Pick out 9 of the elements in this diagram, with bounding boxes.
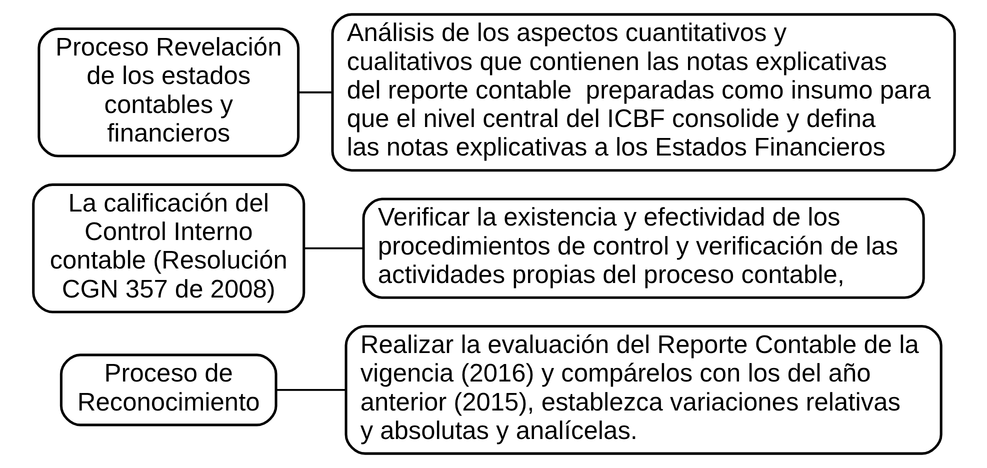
node-box: La calificación del Control Interno contable (Resolución CGN 357 de 2008) — [32, 183, 305, 314]
node-box: Realizar la evaluación del Reporte Contable de la vigencia (2016) y compárelos con los del año anterior (2015), establezca variaciones relativas y absolutas y analícelas. — [344, 325, 942, 455]
node-box: Proceso Revelación de los estados contables y financieros — [37, 27, 300, 158]
connector — [276, 388, 346, 391]
node-box: Verificar la existencia y efectividad de los procedimientos de control y verificación de las actividades propias del proceso contable, — [362, 198, 924, 299]
node-box: Análisis de los aspectos cuantitativos y cualitativos que contienen las notas explicativas del reporte contable preparadas como insumo para que el nivel central del ICBF consolide y defina las notas explicativas a los Estados Financieros — [330, 13, 956, 172]
connector — [304, 247, 363, 250]
connector — [298, 91, 332, 94]
node-box: Proceso de Reconocimiento — [59, 354, 277, 426]
